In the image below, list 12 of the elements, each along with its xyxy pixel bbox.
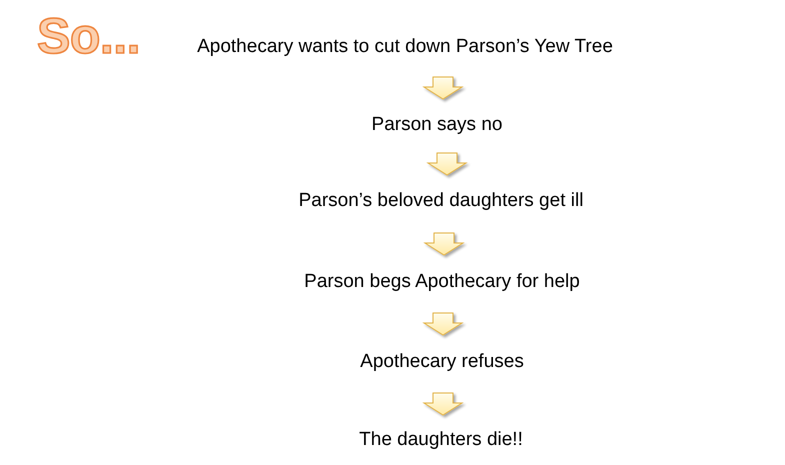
step-text: Parson begs Apothecary for help — [304, 271, 580, 293]
step-text: Apothecary wants to cut down Parson’s Yew Tree — [197, 36, 613, 58]
step-text: The daughters die!! — [359, 429, 523, 451]
title: So... — [37, 11, 140, 61]
block-arrow — [422, 392, 464, 416]
block-arrow — [422, 312, 464, 336]
step-text: Parson says no — [372, 114, 502, 136]
step-text: Apothecary refuses — [360, 351, 524, 373]
block-arrow — [423, 232, 465, 256]
block-arrow — [426, 152, 468, 176]
step-text: Parson’s beloved daughters get ill — [298, 190, 584, 212]
block-arrow — [422, 76, 464, 100]
